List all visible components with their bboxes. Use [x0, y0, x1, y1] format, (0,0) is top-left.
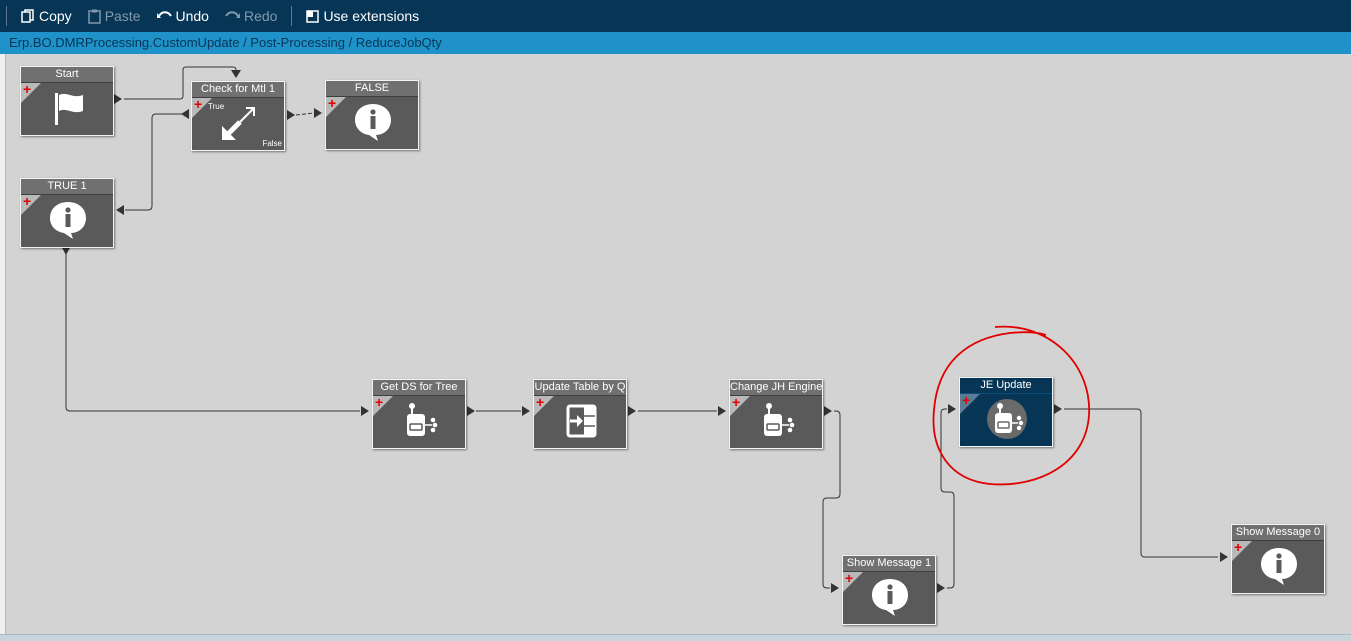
redo-icon: [225, 10, 240, 22]
add-icon[interactable]: +: [732, 394, 741, 410]
invoke-method-icon: [764, 403, 795, 436]
node-check-for-mtl[interactable]: Check for Mtl 1 + True False: [191, 81, 285, 151]
breadcrumb: Erp.BO.DMRProcessing.CustomUpdate / Post…: [9, 35, 442, 50]
toolbar-separator: [291, 6, 293, 26]
node-true-1[interactable]: TRUE 1 +: [20, 178, 114, 248]
use-extensions-button[interactable]: Use extensions: [298, 2, 427, 30]
extensions-icon: [306, 9, 320, 23]
info-bubble-icon: [872, 579, 908, 616]
info-bubble-icon: [50, 202, 86, 239]
node-title: JE Update: [960, 378, 1052, 394]
node-update-table-by-query[interactable]: Update Table by Q +: [533, 379, 627, 449]
node-corner: [730, 396, 750, 416]
add-icon[interactable]: +: [194, 96, 203, 112]
update-table-icon: [566, 404, 597, 438]
node-corner: [21, 83, 41, 103]
flag-icon: [55, 93, 83, 125]
copy-icon: [21, 8, 35, 24]
node-change-jh-engineer[interactable]: Change JH Engineer +: [729, 379, 823, 449]
canvas-left-edge: [0, 54, 6, 640]
node-corner: [1232, 541, 1252, 561]
paste-label: Paste: [104, 8, 141, 24]
info-bubble-icon: [1261, 548, 1297, 585]
node-corner: [21, 195, 41, 215]
add-icon[interactable]: +: [23, 81, 32, 97]
use-extensions-label: Use extensions: [323, 8, 420, 24]
true-branch-label: True: [208, 102, 225, 111]
node-title: FALSE: [326, 81, 418, 97]
node-show-message-0[interactable]: Show Message 0 +: [1231, 524, 1325, 594]
false-branch-label: False: [262, 139, 282, 148]
undo-icon: [156, 10, 172, 22]
copy-button[interactable]: Copy: [13, 2, 80, 30]
node-corner: [326, 97, 346, 117]
node-show-message-1[interactable]: Show Message 1 +: [842, 555, 936, 625]
paste-icon: [87, 9, 101, 24]
undo-label: Undo: [175, 8, 209, 24]
node-false[interactable]: FALSE +: [325, 80, 419, 150]
node-title: Show Message 1: [843, 556, 935, 572]
node-corner: [192, 98, 212, 118]
breadcrumb-bar: Erp.BO.DMRProcessing.CustomUpdate / Post…: [0, 32, 1351, 54]
node-get-ds-for-tree[interactable]: Get DS for Tree +: [372, 379, 466, 449]
redo-label: Redo: [243, 8, 278, 24]
canvas-bottom-edge: [0, 634, 1351, 641]
node-title: Change JH Engineer: [730, 380, 822, 396]
toolbar-separator: [6, 6, 7, 26]
invoke-method-icon: [987, 399, 1027, 439]
add-icon[interactable]: +: [536, 394, 545, 410]
redo-button[interactable]: Redo: [217, 2, 285, 30]
node-corner: [843, 572, 863, 592]
add-icon[interactable]: +: [1234, 539, 1243, 555]
paste-button[interactable]: Paste: [80, 2, 149, 30]
node-title: Get DS for Tree: [373, 380, 465, 396]
node-title: Start: [21, 67, 113, 83]
add-icon[interactable]: +: [23, 193, 32, 209]
node-title: TRUE 1: [21, 179, 113, 195]
node-corner: [534, 396, 554, 416]
add-icon[interactable]: +: [375, 394, 384, 410]
node-je-update[interactable]: JE Update +: [959, 377, 1053, 447]
add-icon[interactable]: +: [845, 570, 854, 586]
add-icon[interactable]: +: [328, 95, 337, 111]
node-corner: [373, 396, 393, 416]
toolbar: Copy Paste Undo Redo Use extensions: [0, 0, 1351, 32]
node-start[interactable]: Start +: [20, 66, 114, 136]
node-title: Check for Mtl 1: [192, 82, 284, 98]
copy-label: Copy: [39, 8, 72, 24]
node-title: Update Table by Q: [534, 380, 626, 396]
undo-button[interactable]: Undo: [149, 2, 217, 30]
invoke-method-icon: [407, 403, 438, 436]
add-icon[interactable]: +: [962, 392, 971, 408]
condition-icon: [222, 107, 255, 140]
node-title: Show Message 0: [1232, 525, 1324, 541]
info-bubble-icon: [355, 104, 391, 141]
